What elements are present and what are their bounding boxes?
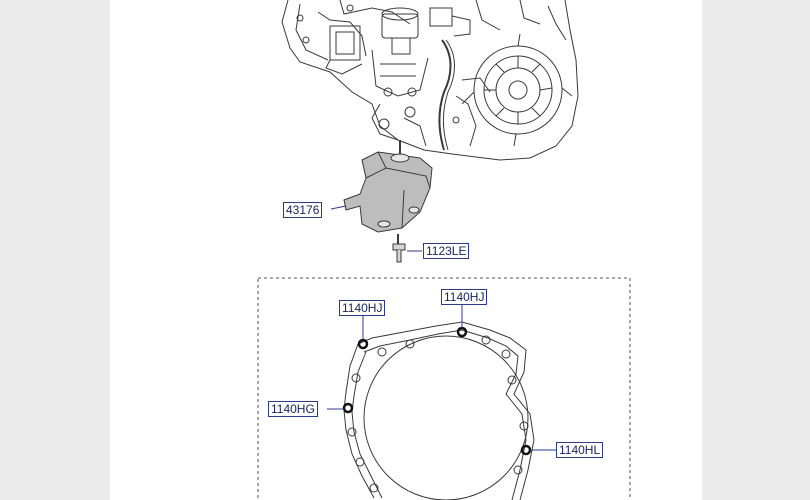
transaxle-assembly-illustration xyxy=(281,0,579,161)
dowel-pin-left xyxy=(342,402,354,414)
diagram-sheet xyxy=(110,0,702,500)
detail-inset-frame xyxy=(257,277,631,500)
part-label-1140hj-left: 1140HJ xyxy=(339,300,386,316)
dowel-pin-upper-right xyxy=(456,326,468,338)
part-label-1140hj-right: 1140HJ xyxy=(441,289,488,305)
dowel-pin-right xyxy=(520,444,532,456)
bolt-illustration xyxy=(392,234,406,263)
part-label-1140hg: 1140HG xyxy=(268,401,318,417)
part-label-1123le: 1123LE xyxy=(423,243,470,259)
mounting-bracket-illustration xyxy=(343,151,433,233)
transmission-gasket-illustration xyxy=(343,321,535,500)
part-label-1140hl: 1140HL xyxy=(556,442,604,458)
dowel-pin-upper-left xyxy=(357,338,369,350)
leader-lines-upper xyxy=(330,205,422,252)
leader-lines-inset xyxy=(327,302,556,451)
dowel-pins xyxy=(342,326,532,456)
part-label-43176: 43176 xyxy=(283,202,323,218)
